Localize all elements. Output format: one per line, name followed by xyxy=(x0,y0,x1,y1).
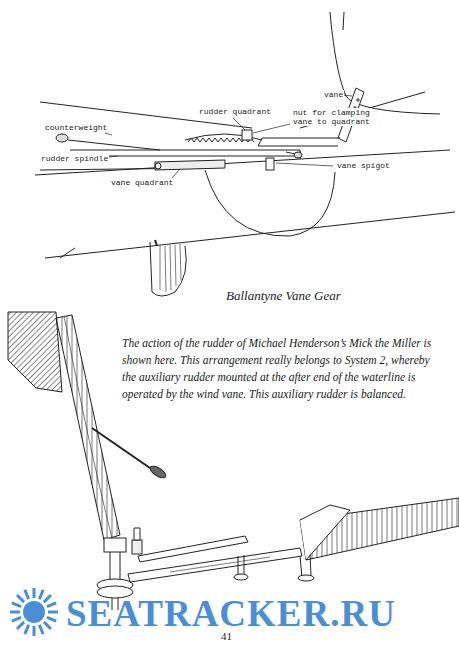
watermark: SEATRACKER.RU xyxy=(66,592,396,635)
figure-caption: Ballantyne Vane Gear xyxy=(226,288,341,304)
logo-ray xyxy=(44,622,51,629)
logo-ray xyxy=(47,617,56,621)
logo-ray xyxy=(39,590,43,599)
logo-ray xyxy=(10,611,20,614)
vane-bar xyxy=(258,138,340,146)
counterweight xyxy=(56,134,68,142)
logo-ray xyxy=(25,590,29,599)
vane-staff xyxy=(56,315,120,540)
logo-ray xyxy=(12,603,21,607)
bottom-drawing xyxy=(8,312,459,610)
logo-ray xyxy=(48,611,58,614)
logo-ray xyxy=(47,603,56,607)
counterweight-arm xyxy=(68,140,160,150)
rudder-blade xyxy=(205,170,335,236)
logo-ray xyxy=(17,622,24,629)
logo-ray xyxy=(17,595,24,602)
part-label: vane quadrant xyxy=(110,178,174,187)
watermark-logo xyxy=(10,588,58,636)
tiller xyxy=(300,498,459,560)
vane-sail xyxy=(8,312,62,392)
part-label: counterweight xyxy=(44,123,108,132)
logo-ray xyxy=(33,626,36,636)
top-drawing xyxy=(35,12,455,296)
part-label: nut for clamping vane to quadrant xyxy=(292,108,372,126)
vane-blade xyxy=(330,12,440,114)
logo-ray xyxy=(44,595,51,602)
part-label: rudder quadrant xyxy=(198,107,272,116)
hull-bottom xyxy=(45,212,455,258)
clamp-nut xyxy=(242,130,252,140)
vane-edge xyxy=(343,12,344,30)
hull-line xyxy=(35,150,450,175)
logo-ray xyxy=(12,617,21,621)
skeg-rudder xyxy=(150,242,186,296)
logo-ray xyxy=(33,588,36,598)
logo-ray xyxy=(39,625,43,634)
part-label: rudder spindle xyxy=(40,154,109,163)
vane-quadrant xyxy=(155,160,225,170)
logo-ray xyxy=(25,625,29,634)
counterweight xyxy=(148,464,168,480)
counterweight-arm xyxy=(92,428,150,468)
part-label: vane spigot xyxy=(336,161,391,170)
part-label: vane xyxy=(323,90,344,99)
vane-spigot xyxy=(266,158,274,170)
caption-paragraph: The action of the rudder of Michael Hend… xyxy=(122,335,432,403)
